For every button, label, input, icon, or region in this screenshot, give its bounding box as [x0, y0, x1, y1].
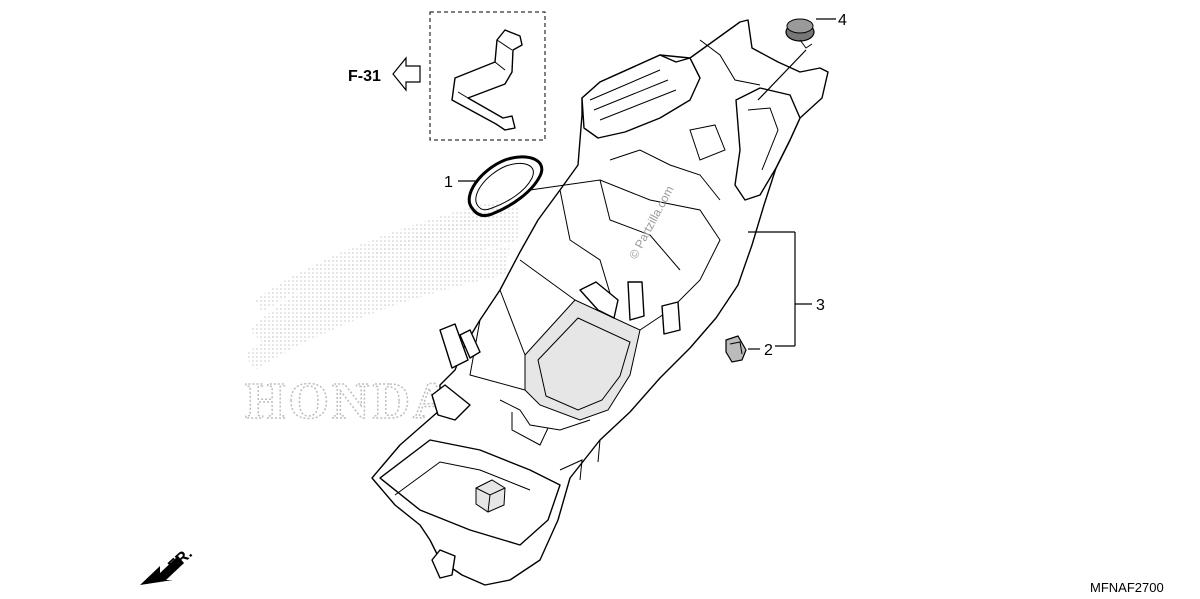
honda-wing-watermark — [245, 200, 520, 370]
diagram-code: MFNAF2700 — [1090, 580, 1164, 595]
part-1-seal-ring — [467, 155, 544, 218]
part-2-clip-nut — [725, 335, 747, 363]
callout-1: 1 — [444, 174, 453, 191]
part-3-inner-fender — [371, 19, 829, 586]
callout-2: 2 — [764, 342, 773, 359]
inset-detail-box — [429, 11, 546, 141]
callout-3: 3 — [816, 297, 825, 314]
reference-arrow — [392, 56, 421, 92]
reference-label: F-31 — [348, 68, 381, 85]
part-4-grommet — [785, 18, 815, 49]
callout-4: 4 — [838, 12, 847, 29]
front-direction-arrow — [140, 556, 184, 585]
honda-wordmark-watermark: HONDA — [245, 373, 454, 430]
part-3-bracket — [748, 231, 812, 347]
